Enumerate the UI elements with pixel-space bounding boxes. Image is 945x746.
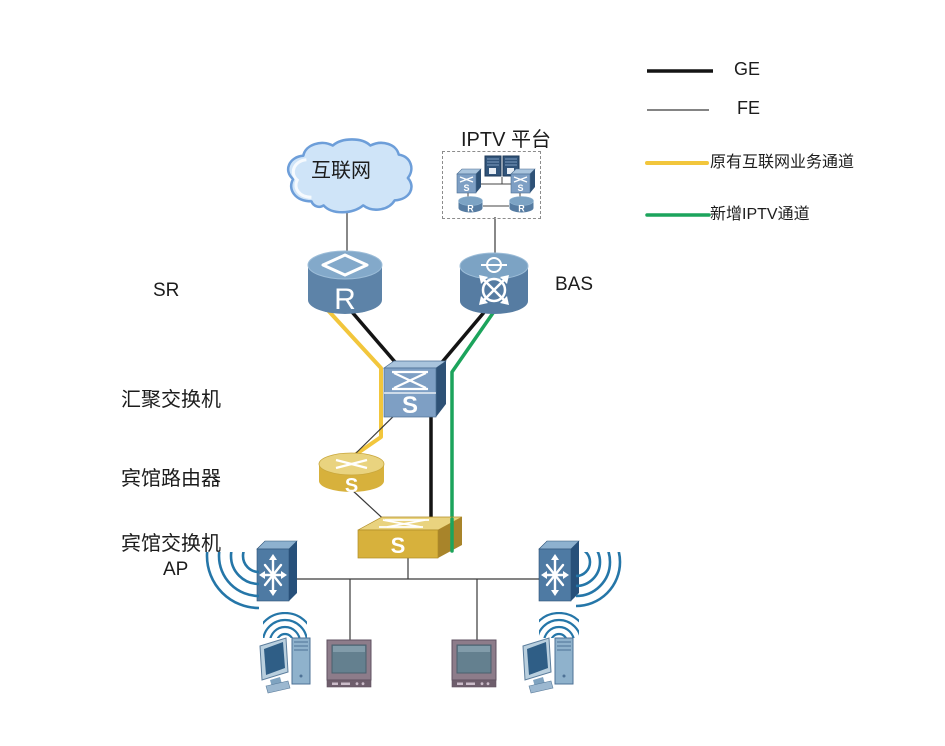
internet-cloud-icon [281,136,417,218]
sr-label: SR [153,280,180,301]
hotel-router-label: 宾馆路由器 [121,468,221,490]
sr-router-icon: R [306,250,384,316]
iptv-server-icon [484,155,520,177]
iptv-switch-symbol: S [517,183,523,193]
bas-label: BAS [555,274,594,295]
iptv-platform-label: IPTV 平台 [461,129,552,151]
hotel-router-symbol: S [345,475,358,497]
wifi-waves-right-ap [576,552,622,608]
ge-link-sr-agg [344,303,403,371]
wifi-waves-left-ap [203,552,259,614]
legend-swatch-fe [645,104,717,116]
ap-icon-right [538,540,582,602]
iptv-platform-box [442,151,541,219]
aggregation-switch-symbol: S [402,392,418,419]
sr-symbol: R [334,283,356,316]
ap-label: AP [163,559,189,580]
legend-label-ge: GE [734,59,761,79]
wifi-waves-left-pc [263,612,307,638]
tv-icon-1 [326,638,373,688]
aggregation-switch-label: 汇聚交换机 [121,389,221,411]
pc-icon-right [522,634,577,698]
ge-link-bas-agg [436,308,488,369]
hotel-switch-icon: S [357,514,463,560]
existing-internet-channel-line [322,304,383,459]
bas-icon [458,252,530,316]
hotel-router-icon: S [317,451,386,498]
legend-swatch-new-iptv [645,209,717,221]
legend-swatch-existing-internet [645,157,717,169]
ap-icon-left [256,540,300,602]
iptv-router-symbol: R [518,204,525,214]
legend-swatch-ge [645,65,717,77]
iptv-router-symbol: R [467,204,474,214]
wifi-waves-right-pc [539,612,579,638]
aggregation-switch-icon: S [382,360,448,419]
pc-icon-left [259,634,314,698]
iptv-switch-symbol: S [463,183,469,193]
hotel-switch-symbol: S [391,533,406,558]
legend-label-fe: FE [737,98,761,118]
iptv-router-icon-right: R [508,196,535,215]
iptv-switch-icon-left: S [456,168,482,194]
legend-label-new-iptv: 新增IPTV通道 [710,206,810,223]
new-iptv-channel-line [450,311,495,547]
legend-label-existing-internet: 原有互联网业务通道 [710,154,855,171]
iptv-switch-icon-right: S [510,168,536,194]
internet-cloud-label: 互联网 [311,160,371,182]
iptv-router-icon-left: R [457,196,484,215]
tv-icon-2 [451,638,498,688]
hotel-switch-label: 宾馆交换机 [121,533,221,555]
